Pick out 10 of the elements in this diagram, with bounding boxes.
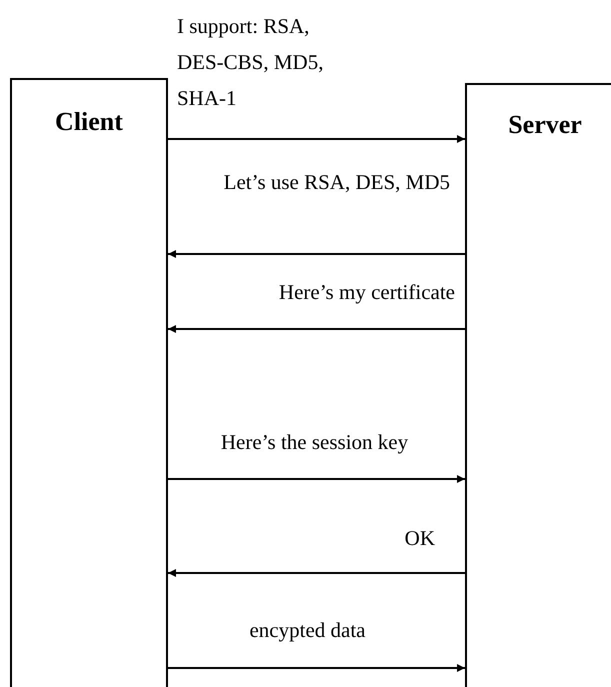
message-arrow bbox=[168, 475, 465, 483]
message-arrow bbox=[168, 250, 465, 258]
participant-name: Server bbox=[507, 109, 583, 141]
message-arrow bbox=[168, 569, 465, 577]
participant-box bbox=[10, 78, 168, 687]
message-arrow bbox=[168, 135, 465, 143]
participant-name: Client bbox=[54, 106, 124, 138]
message-arrow bbox=[168, 664, 465, 672]
message-arrow bbox=[168, 325, 465, 333]
participant-box bbox=[465, 83, 611, 687]
